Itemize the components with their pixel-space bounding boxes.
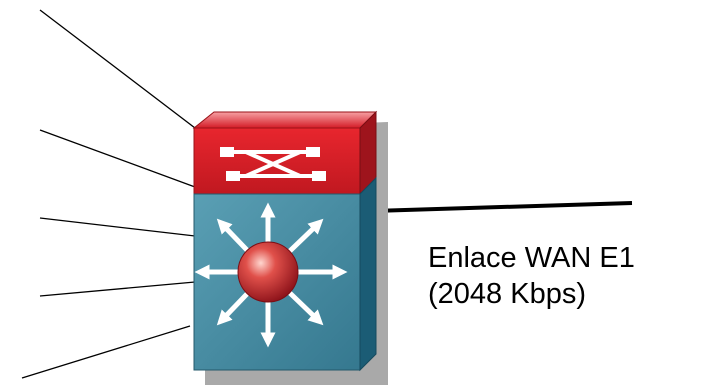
- wan-link-title: Enlace WAN E1: [428, 242, 635, 274]
- link-line-5: [21, 325, 191, 379]
- multilayer-switch-icon: [192, 110, 388, 385]
- router-sphere-icon: [237, 241, 299, 303]
- link-line-4: [39, 281, 196, 297]
- switching-arrows-icon: [220, 147, 326, 181]
- wan-link-line: [371, 201, 633, 213]
- wan-link-label: Enlace WAN E1 (2048 Kbps): [428, 240, 635, 312]
- link-line-1: [39, 9, 196, 129]
- link-line-2: [39, 129, 196, 188]
- link-line-3: [39, 217, 196, 237]
- wan-link-speed: (2048 Kbps): [428, 278, 586, 310]
